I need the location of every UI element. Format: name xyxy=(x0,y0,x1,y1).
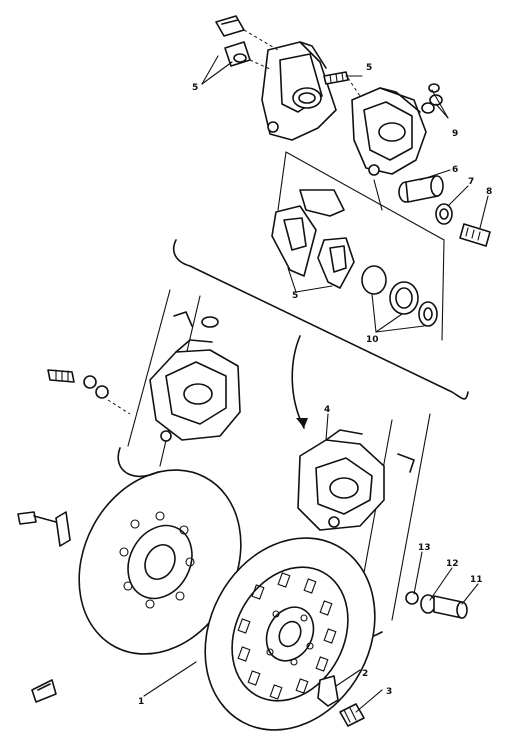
callout-7: 7 xyxy=(468,177,474,187)
callout-5-bolt: 5 xyxy=(366,63,372,73)
seal-part xyxy=(435,203,453,225)
callout-11: 11 xyxy=(470,575,483,585)
pad-pin-part xyxy=(224,41,251,67)
nut-part xyxy=(421,83,443,114)
callout-3: 3 xyxy=(386,687,392,697)
caliper-exploded-group xyxy=(215,15,491,341)
callout-8: 8 xyxy=(486,187,492,197)
callout-12: 12 xyxy=(446,559,459,569)
bleed-bolt-part xyxy=(459,223,491,247)
lock-plate-part xyxy=(317,675,339,707)
seal-ring-part xyxy=(361,265,438,327)
callout-13: 13 xyxy=(418,543,431,553)
callout-6: 6 xyxy=(452,165,458,175)
bolt-3-part xyxy=(339,703,365,727)
bolt-left xyxy=(47,369,131,415)
callout-5-pins: 5 xyxy=(192,83,198,93)
leader-lines xyxy=(143,55,489,713)
brake-pad-part xyxy=(299,189,345,217)
brake-disc-right xyxy=(204,537,376,731)
callouts: 1 2 3 4 5 5 5 6 7 8 9 10 11 12 13 xyxy=(138,63,492,707)
pad-pin-part xyxy=(215,15,245,37)
callout-10: 10 xyxy=(366,335,379,345)
caliper-half-right xyxy=(351,87,427,176)
brake-pad-part xyxy=(271,205,317,277)
brake-pad-part xyxy=(317,237,355,289)
bolt-part xyxy=(323,71,349,85)
bracket-line xyxy=(172,239,469,400)
axle-parts-right xyxy=(405,591,468,619)
bolt-lower-left xyxy=(17,511,71,547)
caliper-left xyxy=(149,311,241,442)
callout-9: 9 xyxy=(452,129,458,139)
callout-1: 1 xyxy=(138,697,144,707)
caliper-half-left xyxy=(261,41,337,141)
callout-4: 4 xyxy=(324,405,330,415)
callout-5-pads: 5 xyxy=(292,291,298,301)
piston-part xyxy=(398,175,444,203)
caliper-right xyxy=(297,429,415,531)
reflector-part xyxy=(31,679,57,703)
callout-2: 2 xyxy=(362,669,368,679)
assembly-arrow xyxy=(291,335,308,429)
